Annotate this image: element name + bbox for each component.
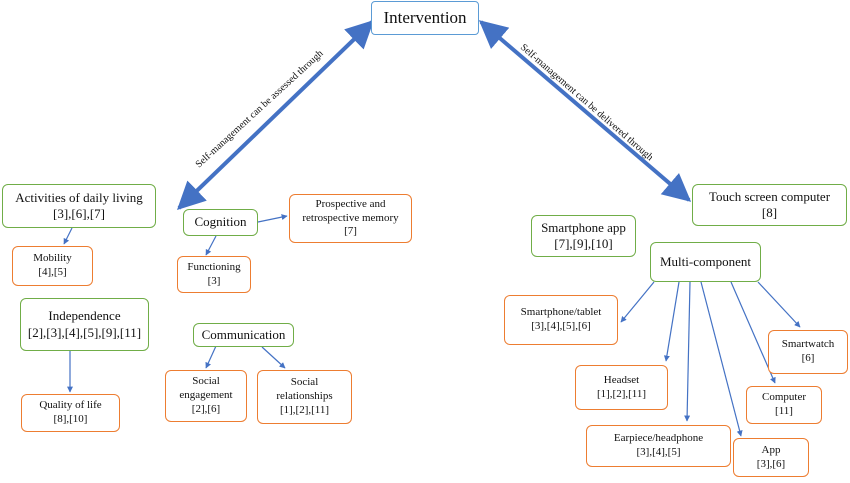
adl-label: Activities of daily living [15,189,143,205]
functioning-refs: [3] [207,274,221,287]
intervention-label: Intervention [383,8,467,28]
mobility-label: Mobility [33,252,72,265]
smartphone-tablet-refs: [3],[4],[5],[6] [531,320,591,332]
mc-to-headset-arrow [663,281,680,362]
assessed-edge-label: Self-management can be assessed through [194,48,326,170]
communication-to-engagement-arrow [205,345,217,369]
assessed-arrow [176,20,375,210]
quality-of-life-refs: [8],[10] [53,413,88,425]
multi-component-label: Multi-component [660,253,751,269]
adl-node: Activities of daily living [3],[6],[7] [2,184,156,228]
headset-node: Headset [1],[2],[11] [575,365,668,410]
social-relationships-label-line1: Social [290,376,319,389]
mobility-node: Mobility [4],[5] [12,246,93,286]
memory-node: Prospective and retrospective memory [7] [289,194,412,243]
mc-to-smartwatch-arrow [757,281,801,328]
adl-to-mobility-arrow [63,227,73,245]
multi-component-node: Multi-component [650,242,761,282]
earpiece-headphone-refs: [3],[4],[5] [636,446,681,458]
cognition-to-memory-arrow [257,214,288,223]
delivered-arrow [478,20,692,202]
social-relationships-node: Social relationships [1],[2],[11] [257,370,352,424]
smartwatch-label: Smartwatch [781,338,835,351]
social-engagement-refs: [2],[6] [191,402,221,415]
independence-node: Independence [2],[3],[4],[5],[9],[11] [20,298,149,351]
cognition-to-functioning-arrow [205,235,217,256]
mc-to-earpiece-arrow [684,281,691,422]
social-engagement-node: Social engagement [2],[6] [165,370,247,422]
quality-of-life-node: Quality of life [8],[10] [21,394,120,432]
memory-label-line1: Prospective and [315,197,386,210]
app-label: App [761,443,781,456]
touch-screen-computer-node: Touch screen computer [8] [692,184,847,226]
smartphone-tablet-label: Smartphone/tablet [520,306,602,319]
functioning-label: Functioning [187,260,241,273]
app-node: App [3],[6] [733,438,809,477]
communication-label: Communication [201,326,286,342]
headset-label: Headset [603,373,640,386]
computer-label: Computer [762,391,806,404]
smartphone-app-refs: [7],[9],[10] [554,236,613,251]
delivered-edge-label: Self-management can be delivered through [518,42,655,163]
communication-node: Communication [193,323,294,347]
memory-refs: [7] [344,225,357,238]
smartphone-app-node: Smartphone app [7],[9],[10] [531,215,636,257]
smartwatch-node: Smartwatch [6] [768,330,848,374]
touch-screen-computer-label: Touch screen computer [708,188,831,204]
quality-of-life-label: Quality of life [39,399,102,412]
mc-to-app-arrow [700,281,743,437]
independence-refs: [2],[3],[4],[5],[9],[11] [27,324,142,340]
smartphone-tablet-node: Smartphone/tablet [3],[4],[5],[6] [504,295,618,345]
social-engagement-label-line2: engagement [179,389,233,402]
social-engagement-label-line1: Social [192,375,220,388]
adl-refs: [3],[6],[7] [53,206,105,221]
earpiece-headphone-node: Earpiece/headphone [3],[4],[5] [586,425,731,467]
computer-node: Computer [11] [746,386,822,424]
cognition-label: Cognition [194,214,247,230]
smartphone-app-label: Smartphone app [541,219,626,235]
social-relationships-label-line2: relationships [276,390,333,403]
cognition-node: Cognition [183,209,258,236]
app-refs: [3],[6] [756,457,786,470]
intervention-node: Intervention [371,1,479,35]
functioning-node: Functioning [3] [177,256,251,293]
communication-to-relationships-arrow [261,346,286,369]
social-relationships-refs: [1],[2],[11] [279,403,330,416]
memory-label-line2: retrospective memory [302,211,399,224]
mc-to-computer-arrow [730,281,776,384]
mc-to-smartphone-tablet-arrow [620,281,655,323]
headset-refs: [1],[2],[11] [596,387,647,400]
touch-screen-computer-refs: [8] [761,205,778,220]
independence-label: Independence [48,308,121,324]
smartwatch-refs: [6] [801,352,815,364]
earpiece-headphone-label: Earpiece/headphone [613,432,704,445]
mobility-refs: [4],[5] [38,266,67,278]
computer-refs: [11] [775,405,793,417]
